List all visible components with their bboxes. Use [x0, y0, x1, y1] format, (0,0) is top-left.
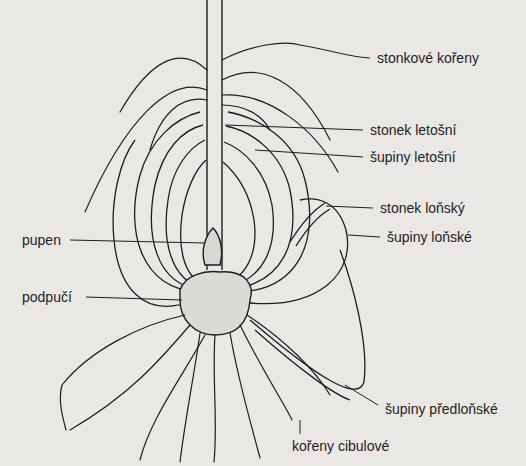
part-label: šupiny předloňské — [383, 401, 500, 417]
scale — [228, 112, 310, 292]
root — [230, 333, 260, 458]
stem-root — [85, 87, 207, 212]
part-label: podpučí — [20, 289, 74, 305]
bulb-scales — [113, 112, 365, 400]
leader-lines — [70, 45, 380, 434]
scale — [224, 142, 273, 288]
old-stem — [290, 203, 325, 242]
leader-line — [345, 385, 378, 405]
stem — [206, 0, 207, 270]
root — [60, 315, 185, 430]
part-label: stonek letošní — [368, 122, 458, 138]
part-label: stonkové kořeny — [375, 50, 481, 66]
leader-line — [255, 150, 363, 157]
root — [70, 325, 190, 430]
oldest-scale — [250, 250, 365, 389]
old-scale — [113, 140, 195, 306]
leader-line — [300, 45, 370, 58]
leader-line — [86, 297, 182, 300]
stem-root — [222, 43, 300, 60]
scale — [151, 125, 203, 290]
stem-root — [120, 58, 207, 112]
root — [180, 333, 200, 462]
old-scale — [240, 199, 348, 304]
stem — [221, 0, 222, 270]
bud — [203, 228, 221, 265]
leader-line — [348, 235, 380, 237]
root — [214, 335, 215, 462]
leader-line — [326, 206, 373, 208]
stem-root — [222, 95, 338, 172]
scale — [166, 140, 205, 288]
part-label: stonek loňský — [378, 200, 467, 216]
stem-root — [150, 99, 207, 150]
old-stem — [296, 209, 330, 246]
root — [140, 335, 205, 460]
stems — [180, 0, 330, 335]
leader-line — [300, 420, 301, 434]
part-label: pupen — [20, 232, 63, 248]
leader-line — [70, 240, 205, 243]
oldest-scale — [255, 330, 350, 400]
leader-line — [225, 125, 363, 130]
root — [247, 315, 330, 395]
part-label: šupiny loňské — [385, 229, 474, 245]
scale — [181, 160, 206, 285]
root — [240, 325, 292, 420]
scale — [223, 162, 255, 285]
part-label: kořeny cibulové — [290, 438, 391, 454]
part-label: šupiny letošní — [368, 149, 458, 165]
